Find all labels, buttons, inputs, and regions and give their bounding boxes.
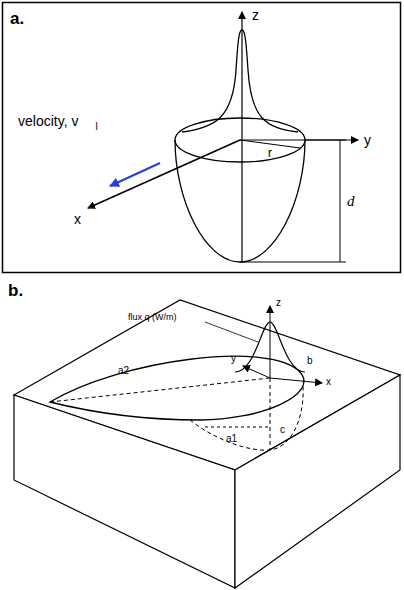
dimension-label: a2 <box>118 366 129 376</box>
dimension-label: d <box>347 194 355 209</box>
velocity-label: velocity, v <box>18 114 78 128</box>
block-front <box>14 395 235 588</box>
extension-line <box>240 262 346 263</box>
x-axis <box>270 378 322 383</box>
z-axis <box>270 306 271 378</box>
panel-letter: b. <box>8 282 23 299</box>
axis-label: y <box>364 133 371 147</box>
axis-label: y <box>231 354 236 364</box>
dimension-label: b <box>307 356 313 366</box>
dimension-label: c <box>280 425 285 435</box>
flux-label: flux q (W/m) <box>128 313 177 322</box>
depth-line <box>270 378 271 450</box>
radius-label: r <box>268 147 272 159</box>
axis-label: z <box>276 298 281 308</box>
weld-pool <box>50 356 304 420</box>
dimension-line <box>340 140 341 262</box>
panel-frame <box>3 3 401 273</box>
dimension-label: a1 <box>226 434 237 444</box>
gaussian-flux <box>182 30 298 132</box>
pool-depth <box>190 385 303 450</box>
axis-label: z <box>252 8 259 22</box>
axis-label: x <box>74 212 81 226</box>
leader-line <box>205 322 258 342</box>
a1-line <box>205 427 268 428</box>
panel-letter: a. <box>10 10 24 27</box>
velocity-subscript: l <box>96 122 98 132</box>
velocity-arrow <box>110 163 160 186</box>
z-axis <box>241 12 242 262</box>
x-axis <box>88 140 240 208</box>
y-axis <box>243 366 270 378</box>
axis-label: x <box>326 377 331 387</box>
a2-line <box>50 378 270 402</box>
melt-pool <box>175 140 305 262</box>
block-side <box>235 375 400 588</box>
